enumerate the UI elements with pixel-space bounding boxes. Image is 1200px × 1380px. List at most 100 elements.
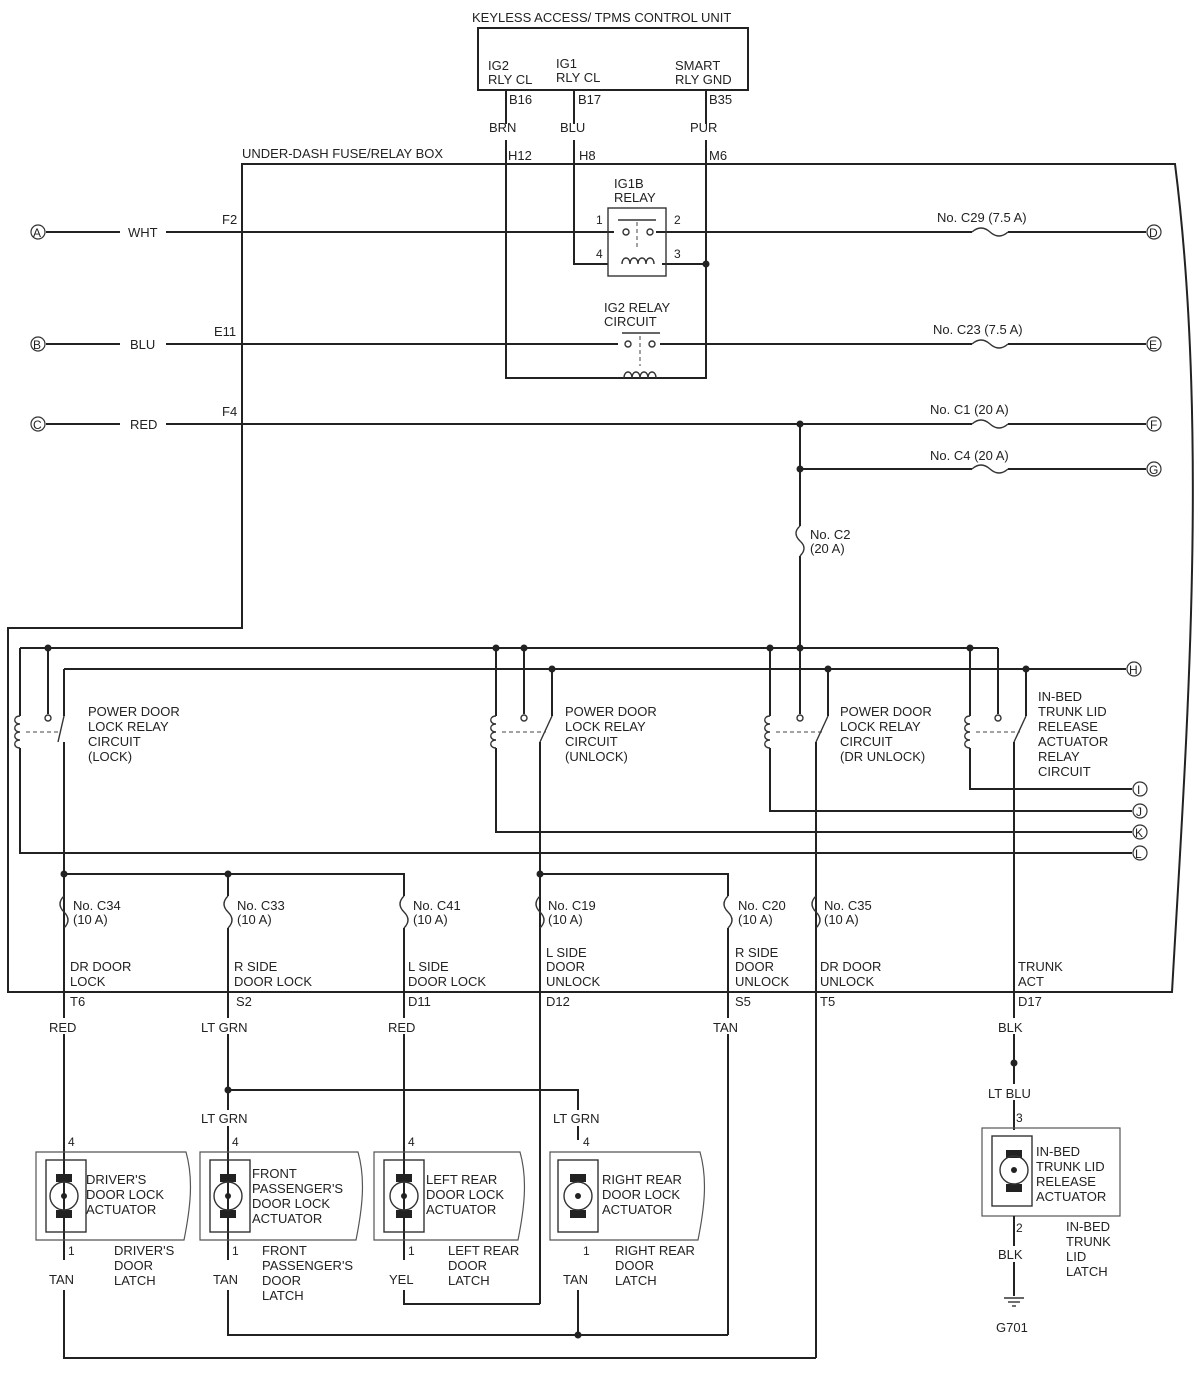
actuator-label: DOOR LOCK (602, 1187, 680, 1202)
output-terminals: D E F G H I J K L (1126, 224, 1162, 861)
terminal-label: C (33, 418, 42, 432)
fuse-symbols (795, 227, 1009, 557)
latch-label: RIGHT REAR (615, 1243, 695, 1258)
latch-label: PASSENGER'S (262, 1258, 353, 1273)
relay-label: CIRCUIT (88, 734, 141, 749)
fuse-label: No. C19 (548, 898, 596, 913)
connector-pin: D11 (408, 994, 431, 1009)
fuse-label: (10 A) (548, 912, 583, 927)
circuit-label: UNLOCK (735, 974, 790, 989)
actuator-pin: 4 (232, 1135, 239, 1149)
wire-color-labels: RED LT GRN RED TAN BLK LT BLU LT GRN LT … (44, 1018, 1042, 1126)
wire-color: BRN (489, 120, 516, 135)
connector-pin: F2 (222, 212, 237, 227)
relay-label: (DR UNLOCK) (840, 749, 925, 764)
terminal-label: L (1135, 847, 1142, 861)
circuit-label: DOOR (735, 959, 774, 974)
control-unit-wires (505, 90, 707, 379)
wire-color: PUR (690, 120, 717, 135)
actuator-label: RELEASE (1036, 1174, 1096, 1189)
circuit-label: UNLOCK (820, 974, 875, 989)
output-fuse-wiring (59, 873, 1015, 1358)
wire-color: TAN (213, 1272, 238, 1287)
connector-pin: D17 (1018, 994, 1042, 1009)
circuit-label: DOOR LOCK (234, 974, 312, 989)
fuse-label: (10 A) (413, 912, 448, 927)
fuse-label: No. C33 (237, 898, 285, 913)
wire-color: BLU (560, 120, 585, 135)
ig2-relay-circuit: IG2 RELAY CIRCUIT (604, 300, 671, 379)
connector-pin: T5 (820, 994, 835, 1009)
pin-label: IG1 (556, 56, 577, 71)
relay-pin: 4 (596, 247, 603, 261)
circuit-label: UNLOCK (546, 974, 601, 989)
fuse-label: (20 A) (810, 541, 845, 556)
relay-pin: 2 (674, 213, 681, 227)
relay-title: IG1B (614, 176, 644, 191)
lock-relay (14, 714, 65, 749)
relay-label: TRUNK LID (1038, 704, 1107, 719)
wire-color: BLU (130, 337, 155, 352)
ig1b-relay: IG1B RELAY 1 2 3 4 (596, 176, 681, 277)
relay-pin: 3 (674, 247, 681, 261)
actuator-label: LEFT REAR (426, 1172, 497, 1187)
terminal-label: E (1149, 338, 1157, 352)
latch-label: LATCH (262, 1288, 304, 1303)
actuator-label: DOOR LOCK (86, 1187, 164, 1202)
latch-label: DOOR (448, 1258, 487, 1273)
terminal-label: B (33, 338, 41, 352)
relay-label: LOCK RELAY (565, 719, 646, 734)
pin-label: IG2 (488, 58, 509, 73)
latch-label: LATCH (1066, 1264, 1108, 1279)
circuit-label: DOOR (546, 959, 585, 974)
terminal-label: F (1150, 418, 1157, 432)
actuator-label: IN-BED (1036, 1144, 1080, 1159)
connector-pin: T6 (70, 994, 85, 1009)
relay-title: RELAY (614, 190, 656, 205)
relay-label: RELEASE (1038, 719, 1098, 734)
terminal-label: H (1129, 663, 1138, 677)
relay-label: POWER DOOR (840, 704, 932, 719)
latch-label: DOOR (262, 1273, 301, 1288)
ground-label: G701 (996, 1320, 1028, 1335)
fuse-label: No. C23 (7.5 A) (933, 322, 1023, 337)
relay-label: CIRCUIT (565, 734, 618, 749)
actuator-label: DOOR LOCK (252, 1196, 330, 1211)
relay-labels: POWER DOOR LOCK RELAY CIRCUIT (LOCK) POW… (88, 689, 1108, 779)
connector-pin: E11 (214, 324, 236, 339)
terminal-label: G (1149, 463, 1158, 477)
control-unit-title: KEYLESS ACCESS/ TPMS CONTROL UNIT (472, 10, 731, 25)
actuator-label: ACTUATOR (602, 1202, 672, 1217)
terminal-label: J (1136, 805, 1142, 819)
junction-dots (44, 260, 1030, 1339)
right-rear-door-lock-actuator: RIGHT REAR DOOR LOCK ACTUATOR (549, 1151, 706, 1241)
wire-color: TAN (49, 1272, 74, 1287)
latch-label: IN-BED (1066, 1219, 1110, 1234)
actuator-pin: 3 (1016, 1111, 1023, 1125)
connector-pin: M6 (709, 148, 727, 163)
latch-label: LATCH (114, 1273, 156, 1288)
keyless-access-control-unit: KEYLESS ACCESS/ TPMS CONTROL UNIT IG2 RL… (472, 10, 749, 135)
relay-pin: 1 (596, 213, 603, 227)
connector-pin: B35 (709, 92, 732, 107)
fuse-label: (10 A) (73, 912, 108, 927)
actuator-pin: 1 (408, 1244, 415, 1258)
wire-color: BLK (998, 1247, 1023, 1262)
latch-label: TRUNK (1066, 1234, 1111, 1249)
latch-label: LID (1066, 1249, 1086, 1264)
terminal-a (30, 224, 46, 240)
relay-label: ACTUATOR (1038, 734, 1108, 749)
actuator-label: DRIVER'S (86, 1172, 147, 1187)
connector-pin: H12 (508, 148, 532, 163)
actuator-pin: 4 (583, 1135, 590, 1149)
in-bed-trunk-lid-actuator: IN-BED TRUNK LID RELEASE ACTUATOR 3 2 BL… (981, 1111, 1121, 1335)
front-passengers-door-lock-actuator: FRONT PASSENGER'S DOOR LOCK ACTUATOR (199, 1151, 364, 1241)
latch-label: FRONT (262, 1243, 307, 1258)
relay-coil-wire (662, 263, 707, 378)
latch-label: DRIVER'S (114, 1243, 175, 1258)
circuit-label: TRUNK (1018, 959, 1063, 974)
actuator-label: FRONT (252, 1166, 297, 1181)
drivers-door-lock-actuator: DRIVER'S DOOR LOCK ACTUATOR (35, 1151, 192, 1241)
actuator-pin: 1 (68, 1244, 75, 1258)
